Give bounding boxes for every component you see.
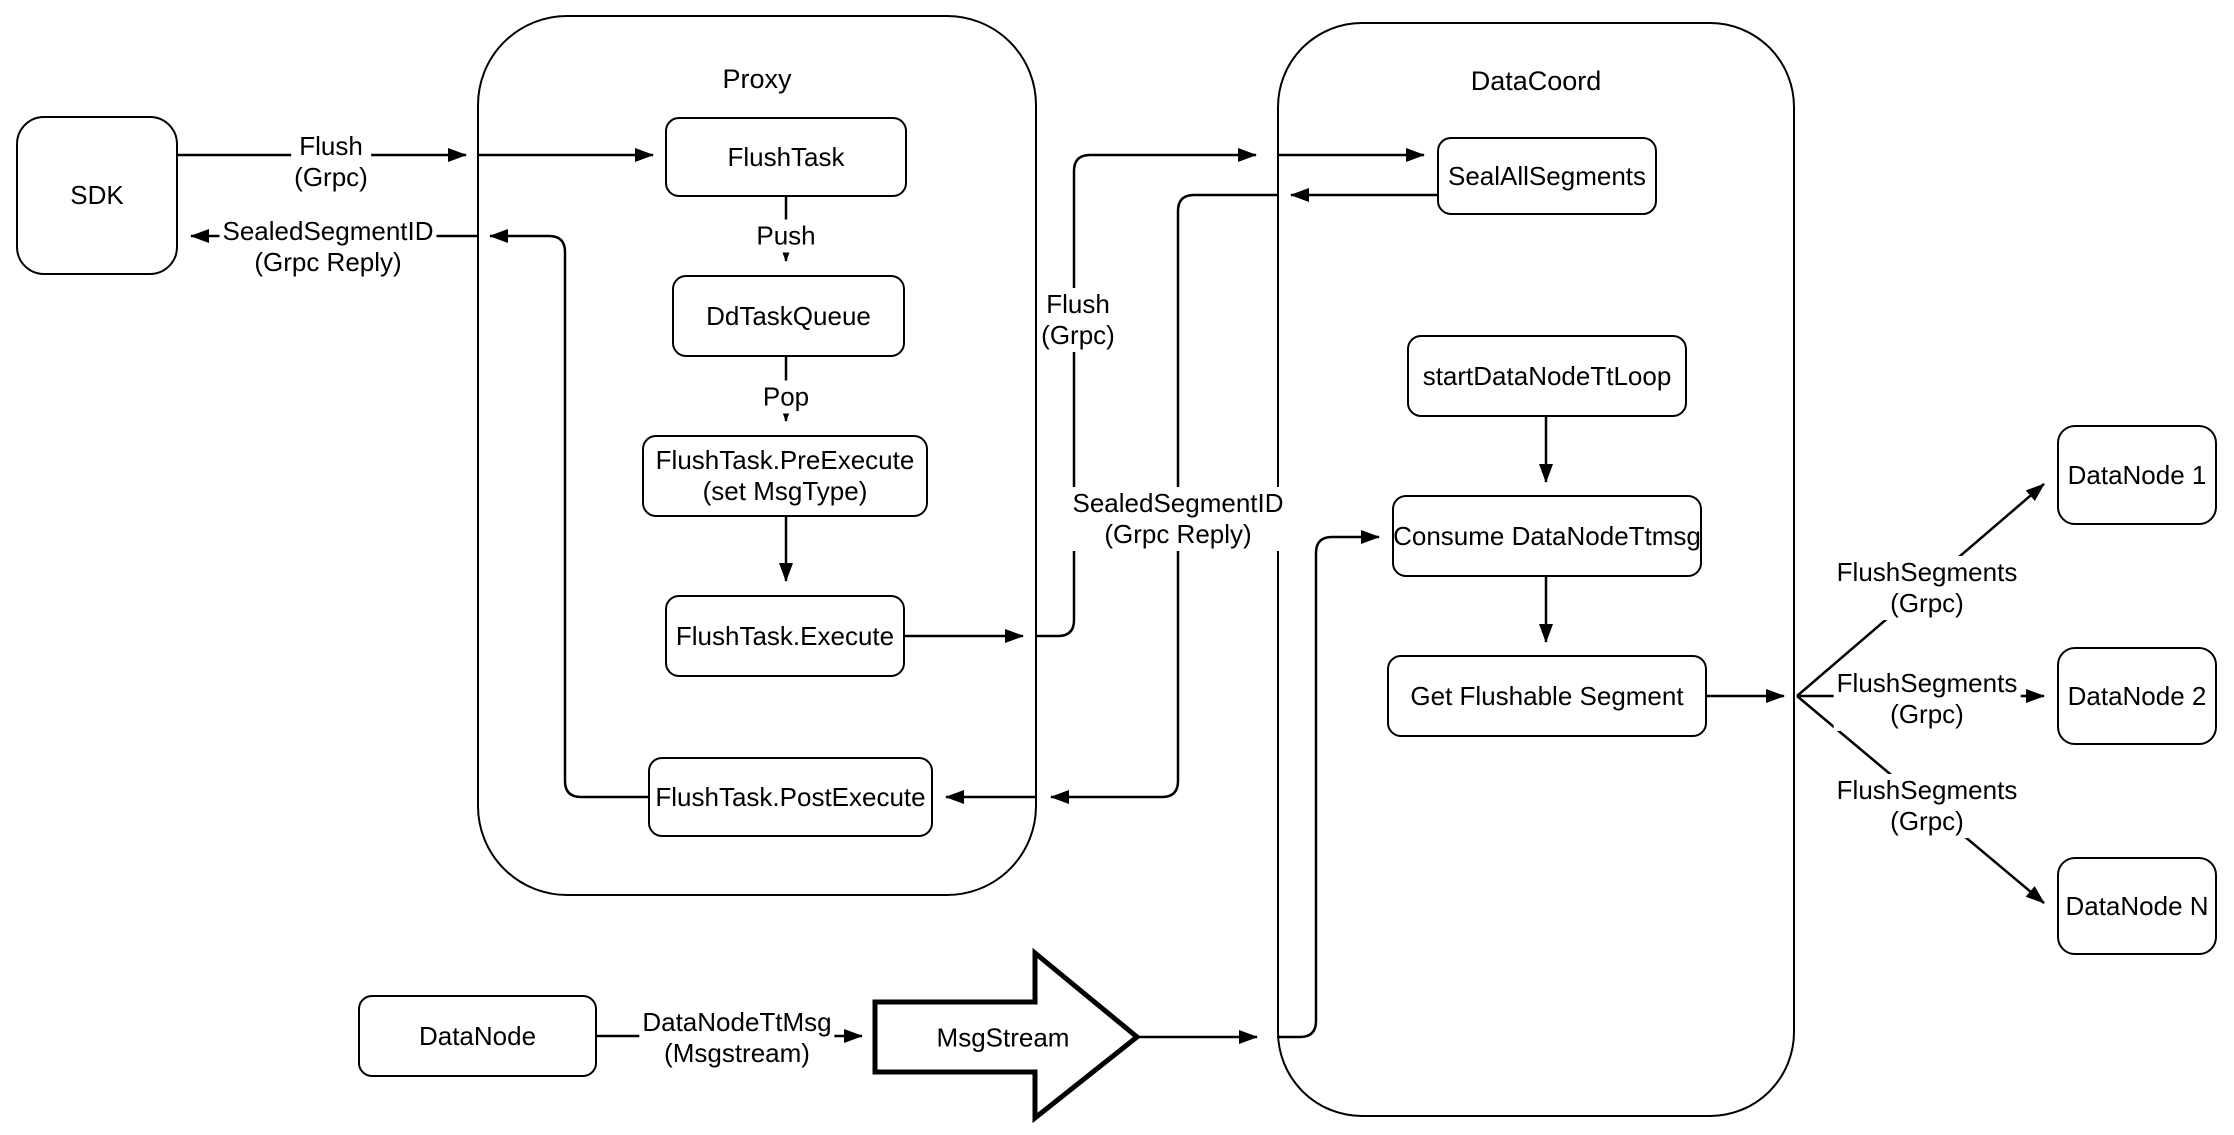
node-consume-datanodettmsg-label: Consume DataNodeTtmsg (1393, 520, 1701, 551)
node-flushtask-postexecute-label: FlushTask.PostExecute (655, 781, 926, 812)
node-datanode-2: DataNode 2 (2057, 647, 2217, 745)
edge-label-pop: Pop (759, 380, 813, 414)
edge-label-flush-grpc-mid: Flush (Grpc) (1038, 288, 1118, 352)
node-flushtask-postexecute: FlushTask.PostExecute (648, 757, 933, 837)
node-datanode-n-label: DataNode N (2065, 890, 2209, 921)
edge-postexecute-to-proxy-edge (489, 229, 650, 799)
node-get-flushable-segment: Get Flushable Segment (1387, 655, 1707, 737)
node-startdatanodettloop-label: startDataNodeTtLoop (1422, 360, 1672, 391)
edge-label-datanodettmsg: DataNodeTtMsg (Msgstream) (639, 1006, 835, 1070)
node-datanode-1: DataNode 1 (2057, 425, 2217, 525)
edge-label-push: Push (753, 219, 819, 253)
edge-label-flushsegments-3: FlushSegments (Grpc) (1833, 774, 2021, 838)
edge-label-flushsegments-1: FlushSegments (Grpc) (1833, 556, 2021, 620)
msgstream-shape-label: MsgStream (936, 1022, 1070, 1053)
node-datanode-1-label: DataNode 1 (2067, 459, 2207, 490)
node-flushtask-preexecute-line2: (set MsgType) (702, 476, 868, 506)
node-consume-datanodettmsg: Consume DataNodeTtmsg (1392, 495, 1702, 577)
node-ddtaskqueue: DdTaskQueue (672, 275, 905, 357)
node-datanode-n: DataNode N (2057, 857, 2217, 955)
msgstream-block-arrow (872, 947, 1141, 1124)
node-get-flushable-segment-label: Get Flushable Segment (1410, 680, 1684, 711)
edge-datacoord-to-consume-riser (1277, 530, 1380, 1039)
node-datanode-source-label: DataNode (418, 1020, 537, 1051)
node-flushtask-label: FlushTask (727, 141, 845, 172)
node-ddtaskqueue-label: DdTaskQueue (706, 300, 871, 331)
edge-label-flush-grpc-sdk: Flush (Grpc) (291, 130, 371, 194)
edge-label-sealedsegmentid-sdk: SealedSegmentID (Grpc Reply) (219, 215, 437, 279)
edge-label-flushsegments-2: FlushSegments (Grpc) (1833, 667, 2021, 731)
node-flushtask-execute: FlushTask.Execute (665, 595, 905, 677)
node-sdk: SDK (16, 116, 178, 275)
node-datanode-2-label: DataNode 2 (2067, 680, 2207, 711)
node-sealallsegments: SealAllSegments (1437, 137, 1657, 215)
node-sdk-label: SDK (70, 180, 124, 210)
datacoord-container-title: DataCoord (1470, 66, 1602, 96)
node-sealallsegments-label: SealAllSegments (1448, 160, 1646, 191)
node-flushtask-execute-label: FlushTask.Execute (675, 620, 895, 651)
edge-proxy-to-datacoord-flush (1037, 148, 1257, 638)
edge-label-sealedsegmentid-mid: SealedSegmentID (Grpc Reply) (1069, 487, 1287, 551)
node-flushtask-preexecute-line1: FlushTask.PreExecute (655, 445, 915, 475)
node-flushtask-preexecute: FlushTask.PreExecute (set MsgType) (642, 435, 928, 517)
node-datanode-source: DataNode (358, 995, 597, 1077)
proxy-container-title: Proxy (722, 64, 792, 94)
node-flushtask: FlushTask (665, 117, 907, 197)
node-startdatanodettloop: startDataNodeTtLoop (1407, 335, 1687, 417)
